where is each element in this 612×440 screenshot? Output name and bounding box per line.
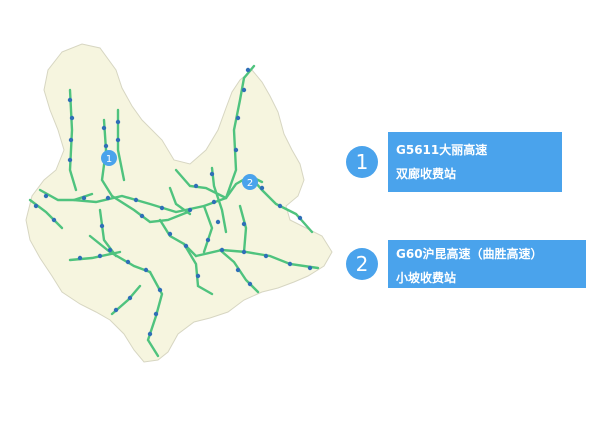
callout-1: 1 G5611大丽高速 双廊收费站 bbox=[346, 132, 562, 192]
toll-station-dots bbox=[33, 67, 313, 337]
callout-1-number: 1 bbox=[346, 146, 378, 178]
map-marker-1[interactable]: 1 bbox=[101, 150, 117, 166]
callout-2-station: 小坡收费站 bbox=[396, 271, 457, 285]
map-marker-2[interactable]: 2 bbox=[242, 174, 258, 190]
svg-text:2: 2 bbox=[247, 178, 253, 189]
callout-2-box: G60沪昆高速（曲胜高速） 小坡收费站 bbox=[388, 240, 586, 288]
svg-text:1: 1 bbox=[106, 154, 112, 165]
callout-1-route: G5611大丽高速 bbox=[396, 143, 488, 157]
callout-2: 2 G60沪昆高速（曲胜高速） 小坡收费站 bbox=[346, 240, 586, 288]
province-outline bbox=[25, 43, 333, 363]
callout-2-route: G60沪昆高速（曲胜高速） bbox=[396, 247, 543, 261]
callout-1-station: 双廊收费站 bbox=[396, 167, 457, 181]
callout-2-number: 2 bbox=[346, 248, 378, 280]
callout-1-box: G5611大丽高速 双廊收费站 bbox=[388, 132, 562, 192]
